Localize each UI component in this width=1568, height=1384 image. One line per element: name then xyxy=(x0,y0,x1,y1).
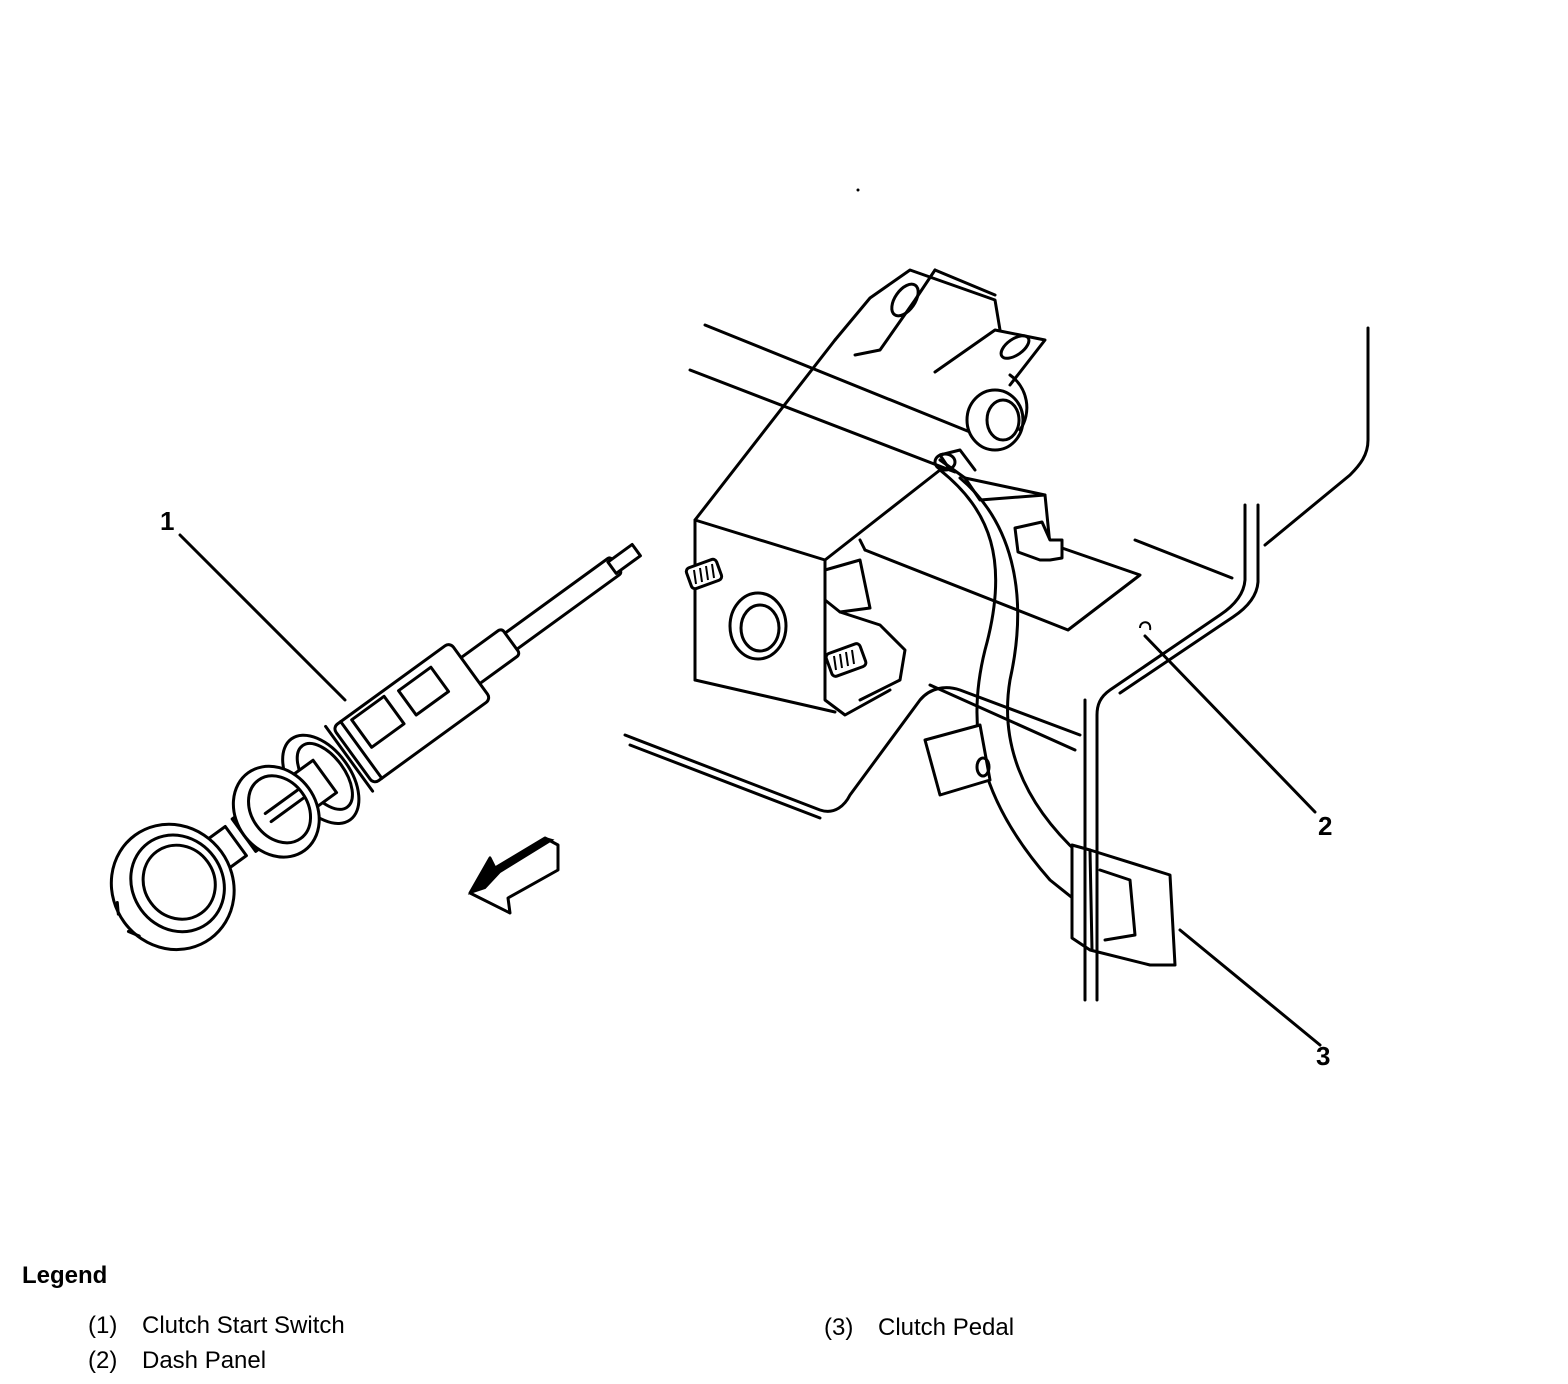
lower-stud xyxy=(824,642,868,678)
clutch-start-switch xyxy=(109,542,642,952)
callout-2: 2 xyxy=(1318,811,1332,841)
ink-dot xyxy=(856,188,860,192)
pedal-bracket xyxy=(684,268,1142,717)
legend-item-number: (3) xyxy=(824,1314,854,1341)
legend-item-dash-panel: (2) Dash Panel xyxy=(88,1347,266,1375)
callout-3: 3 xyxy=(1316,1041,1330,1071)
legend-item-number: (2) xyxy=(88,1347,118,1374)
legend-item-clutch-start-switch: (1) Clutch Start Switch xyxy=(88,1312,345,1340)
upper-stud xyxy=(684,557,724,591)
legend-title: Legend xyxy=(22,1262,108,1289)
clutch-pedal xyxy=(923,448,1177,967)
legend-item-clutch-pedal: (3) Clutch Pedal xyxy=(824,1314,1014,1342)
callout-1: 1 xyxy=(160,506,174,536)
direction-arrow xyxy=(467,836,560,915)
callout-leaders xyxy=(178,533,1322,1047)
legend-item-label: Clutch Pedal xyxy=(878,1314,1015,1341)
legend-item-label: Clutch Start Switch xyxy=(142,1312,345,1339)
dash-panel xyxy=(623,326,1370,1002)
legend-item-label: Dash Panel xyxy=(142,1347,267,1374)
legend-item-number: (1) xyxy=(88,1312,118,1339)
